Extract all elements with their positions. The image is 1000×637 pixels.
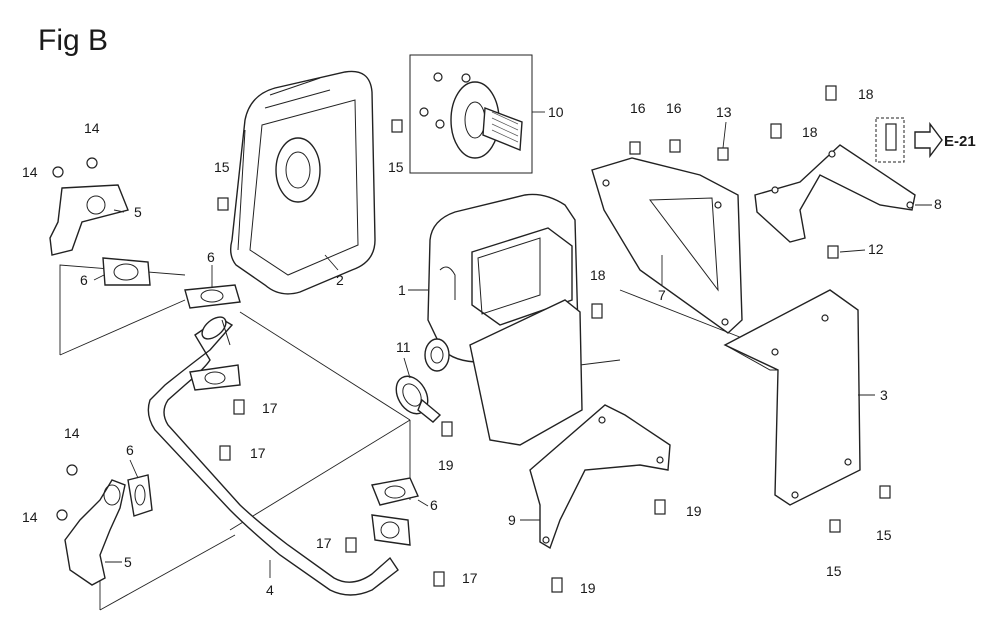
gasket-part-6-upper-mid — [184, 284, 241, 309]
gasket-part-6-pipe-inlet — [189, 364, 241, 391]
callout-18-c: 18 — [590, 267, 606, 283]
bolt-15-b — [391, 119, 403, 133]
callout-6-a: 6 — [80, 272, 88, 288]
callout-13: 13 — [716, 104, 732, 120]
fasteners — [52, 85, 891, 593]
callout-18-b: 18 — [802, 124, 818, 140]
bracket-part-9 — [529, 404, 671, 550]
reference-label: E-21 — [944, 133, 976, 150]
callout-15-a: 15 — [214, 159, 230, 175]
exhaust-pipe-part-4 — [147, 316, 406, 596]
bolt-17-a — [233, 399, 245, 415]
callout-14-c: 14 — [64, 425, 80, 441]
callout-15-b: 15 — [388, 159, 404, 175]
bolt-15-d — [829, 519, 841, 533]
bolt-19-a — [654, 499, 666, 515]
heat-shield-part-3 — [723, 289, 861, 506]
bolt-17-c — [345, 537, 357, 553]
stay-part-8 — [754, 144, 916, 243]
callout-1: 1 — [398, 282, 406, 298]
bolt-18-b — [825, 85, 837, 101]
bolt-13 — [717, 147, 729, 161]
callout-5-lower: 5 — [124, 554, 132, 570]
figure-title: Fig B — [38, 24, 108, 57]
bracket-part-7 — [591, 157, 743, 334]
callout-15-d: 15 — [826, 563, 842, 579]
bolt-19-b — [551, 577, 563, 593]
callout-17-b: 17 — [250, 445, 266, 461]
callout-2: 2 — [336, 272, 344, 288]
callout-17-a: 17 — [262, 400, 278, 416]
bolt-16-a — [629, 141, 641, 155]
callout-3: 3 — [880, 387, 888, 403]
callout-18-a: 18 — [858, 86, 874, 102]
bolt-18-a — [770, 123, 782, 139]
gasket-part-6-lower-left — [127, 474, 153, 517]
muffler-protector-part-2 — [229, 70, 376, 295]
callout-16-b: 16 — [666, 100, 682, 116]
callout-17-c: 17 — [316, 535, 332, 551]
callout-16-a: 16 — [630, 100, 646, 116]
callout-5-upper: 5 — [134, 204, 142, 220]
callout-11: 11 — [396, 339, 411, 355]
callout-14-a: 14 — [22, 164, 38, 180]
callout-12: 12 — [868, 241, 884, 257]
callout-18-d: 19 — [438, 457, 454, 473]
bolt-18-d — [441, 421, 453, 437]
callout-leaders — [93, 111, 932, 578]
gasket-part-6-upper-left — [102, 257, 151, 286]
exhaust-pipe-assembly-part-10 — [409, 54, 533, 174]
bolt-17-b — [219, 445, 231, 461]
callout-15-c: 15 — [876, 527, 892, 543]
bolt-15-a — [217, 197, 229, 211]
callout-10: 10 — [548, 104, 564, 120]
nut-14-b — [86, 157, 98, 169]
callout-17-d: 17 — [462, 570, 478, 586]
callout-6-c: 6 — [126, 442, 134, 458]
bolt-18-c — [591, 303, 603, 319]
bolt-15-c — [879, 485, 891, 499]
flange-part-5-upper — [49, 184, 129, 256]
bolt-17-d — [433, 571, 445, 587]
gasket-part-6-lower-right — [371, 477, 419, 546]
reference-arrow-e21: E-21 — [875, 117, 976, 163]
nut-14-a — [52, 166, 64, 178]
bolt-12 — [827, 245, 839, 259]
callout-8: 8 — [934, 196, 942, 212]
callout-19-b: 19 — [580, 580, 596, 596]
clamp-part-11 — [395, 375, 442, 423]
flange-part-5-lower — [64, 479, 126, 586]
callout-6-d: 6 — [430, 497, 438, 513]
callout-14-b: 14 — [84, 120, 100, 136]
callout-14-d: 14 — [22, 509, 38, 525]
nut-14-c — [66, 464, 78, 476]
callout-9: 9 — [508, 512, 516, 528]
bolt-16-b — [669, 139, 681, 153]
muffler-part-1 — [424, 193, 583, 446]
nut-14-d — [56, 509, 68, 521]
callout-7: 7 — [658, 287, 666, 303]
callout-6-b: 6 — [207, 249, 215, 265]
callout-numbers: 1 2 3 4 5 5 6 6 6 6 7 8 9 10 11 12 13 14… — [22, 86, 942, 598]
callout-19-a: 19 — [686, 503, 702, 519]
callout-4: 4 — [266, 582, 274, 598]
